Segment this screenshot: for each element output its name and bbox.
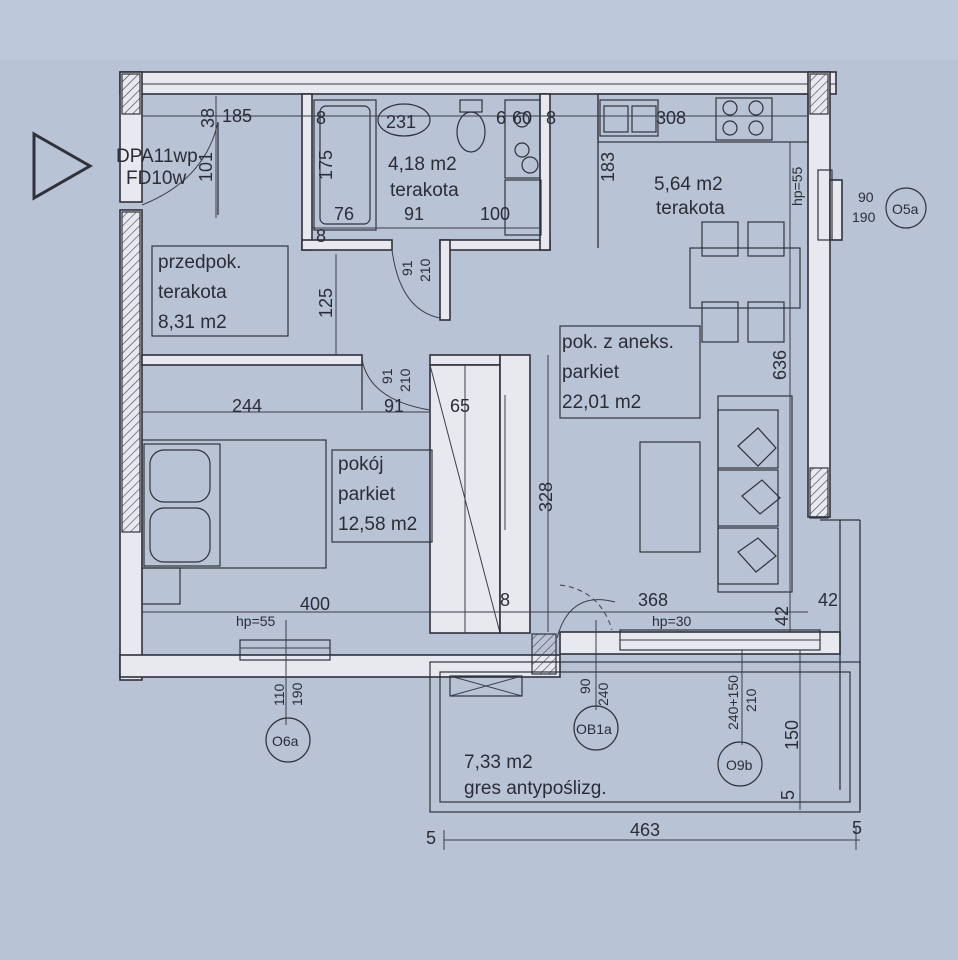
o6a-height: 190 [289,682,305,706]
kitchen-area: 5,64 m2 [654,174,723,195]
dim-150: 150 [782,720,802,750]
outer-walls [119,71,843,681]
bathroom-floor: terakota [390,180,459,201]
dim-60: 60 [512,108,532,128]
living-name: pok. z aneks. [562,332,674,353]
window-tag-o6a-circle [265,717,311,763]
dim-5a: 5 [426,828,436,848]
hall-name: przedpok. [158,252,241,273]
interior-walls [141,93,599,634]
o6a-tag: O6a [272,733,299,749]
dim-8c: 8 [316,226,326,246]
o9b-width: 240+150 [725,675,741,730]
o5a-height: 190 [852,209,876,225]
dim-400: 400 [300,594,330,614]
dim-8a: 8 [316,108,326,128]
kitchen-fixtures [597,93,809,343]
dim-210b: 210 [397,368,413,392]
o6a-sill: hp=55 [236,613,276,629]
dim-636: 636 [770,350,790,380]
ob1a-tag: OB1a [576,721,612,737]
bedroom-label-box [331,449,433,543]
dim-42a: 42 [772,606,792,626]
dim-76: 76 [334,204,354,224]
ob1a-height: 240 [595,682,611,706]
dim-100: 100 [480,204,510,224]
o5a-sill: hp=55 [789,166,805,206]
dim-8b: 8 [546,108,556,128]
o6a-width: 110 [271,683,287,706]
dim-368: 368 [638,590,668,610]
dim-244: 244 [232,396,262,416]
hall-floor: terakota [158,282,227,303]
bedroom-area: 12,58 m2 [338,514,417,535]
dim-5b: 5 [852,818,862,838]
o5a-tag: O5a [892,201,919,217]
balcony-area: 7,33 m2 [464,752,533,773]
dim-5c: 5 [778,790,798,800]
dim-101: 101 [196,152,216,182]
dim-91b: 91 [399,260,415,276]
dim-91a: 91 [404,204,424,224]
living-floor: parkiet [562,362,620,383]
window-tag-o5a-circle [885,187,927,229]
dim-185: 185 [222,106,252,126]
dim-91d: 91 [384,396,404,416]
balcony-floor: gres antypoślizg. [464,778,607,799]
living-label-box [559,325,701,419]
dim-38: 38 [198,108,218,128]
kitchen-floor: terakota [656,198,725,219]
bedroom-name: pokój [338,454,383,475]
hall-area: 8,31 m2 [158,312,227,333]
hall-label-box [151,245,289,337]
o5a-width: 90 [858,189,874,205]
living-area: 22,01 m2 [562,392,641,413]
window-tag-o9b-circle [717,741,763,787]
dim-6: 6 [496,108,506,128]
dim-125: 125 [316,288,336,318]
dim-91c: 91 [379,368,395,384]
balcony [429,519,861,813]
hp30-sill: hp=30 [652,613,692,629]
dim-183: 183 [598,152,618,182]
bathroom-fixtures [313,99,542,236]
bedroom-floor: parkiet [338,484,396,505]
dim-175: 175 [316,150,336,180]
dim-308: 308 [656,108,686,128]
o9b-tag: O9b [726,757,753,773]
dim-231: 231 [386,112,416,132]
ob1a-width: 90 [577,678,593,694]
marker-code-2: FD10w [126,168,186,189]
dim-8d: 8 [500,590,510,610]
bedroom-furniture [141,439,327,605]
dim-65: 65 [450,396,470,416]
dim-328: 328 [536,482,556,512]
dim-42b: 42 [818,590,838,610]
doors [141,121,616,639]
dimension-lines [142,96,860,850]
marker-code-1: DPA11wp [116,146,198,167]
entrance-triangle-icon [32,131,94,201]
o9b-height: 210 [743,688,759,712]
dim-210a: 210 [417,258,433,282]
dim-463: 463 [630,820,660,840]
bathroom-area: 4,18 m2 [388,154,457,175]
window-symbols [239,169,833,661]
window-tag-ob1a-circle [573,705,619,751]
living-furniture [639,395,793,593]
